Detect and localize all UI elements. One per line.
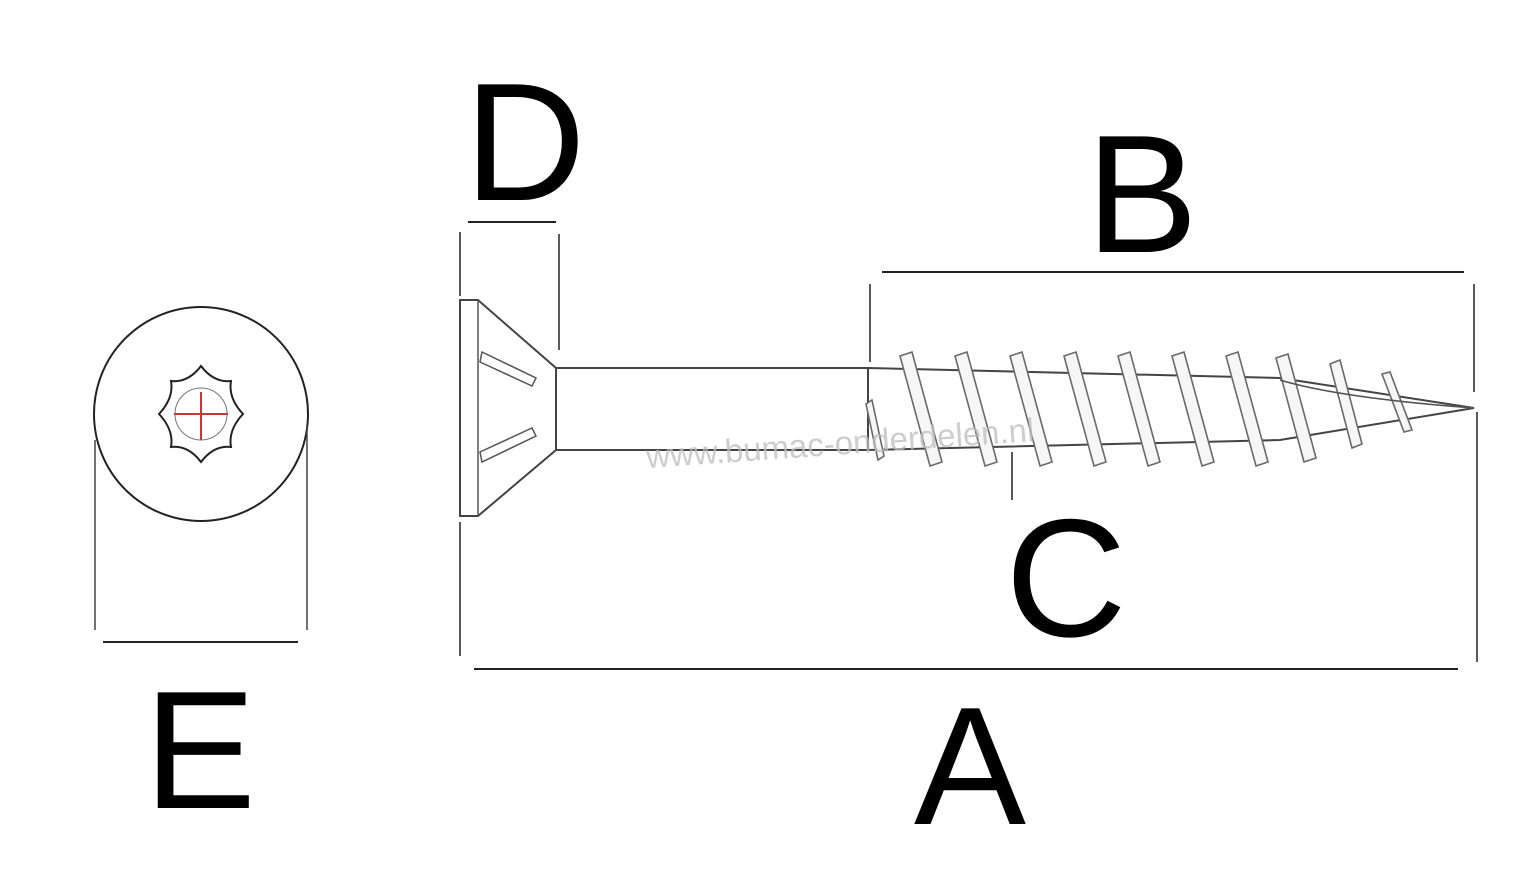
head-outer-circle [93,306,309,522]
thread-crest [1225,350,1269,468]
screw-shank [555,367,869,451]
label-d: D [464,48,585,236]
screw-head [459,299,557,517]
label-e: E [144,656,256,844]
dimension-lines [459,221,1478,670]
thread-crests [865,350,1414,468]
head-top-view [93,306,309,643]
thread-crest [899,350,943,468]
label-c: C [1005,484,1126,672]
thread-crest [1171,350,1215,468]
head-rib-upper [479,350,538,387]
thread-crest [1329,358,1363,450]
screw-side-view [459,299,1475,517]
thread-crest [954,350,998,468]
head-rib-lower [479,427,538,464]
thread-crest [1063,350,1107,468]
label-a: A [914,672,1026,860]
label-b: B [1086,100,1198,288]
thread-crest [1380,371,1414,433]
thread-crest [1117,350,1161,468]
thread-crest [865,398,885,462]
torx-drive-icon [157,364,245,464]
thread-tip-spiral [1279,379,1475,409]
thread-crest [1009,350,1053,468]
